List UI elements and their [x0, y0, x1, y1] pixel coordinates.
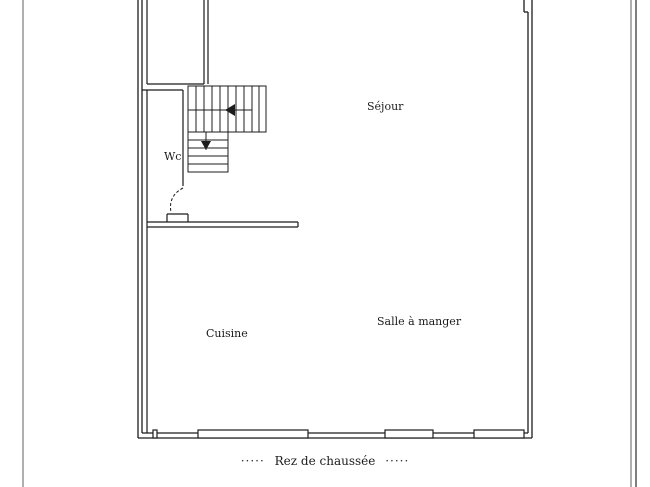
page-frame	[22, 0, 637, 487]
caption-dots-right: ·····	[385, 454, 410, 468]
plan-caption: ····· Rez de chaussée ·····	[0, 454, 650, 468]
wc-walls	[142, 89, 184, 222]
staircase	[187, 85, 267, 173]
room-label-cuisine: Cuisine	[206, 327, 248, 340]
wc-door-swing[interactable]	[170, 187, 184, 213]
partition-wall	[146, 213, 299, 433]
caption-dots-left: ·····	[240, 454, 265, 468]
room-label-salle-a-manger: Salle à manger	[377, 315, 462, 328]
room-label-sejour: Séjour	[367, 100, 404, 113]
room-label-wc: Wc	[164, 150, 182, 163]
stair-arrow-down-icon	[201, 141, 211, 150]
caption-title: Rez de chaussée	[274, 454, 376, 468]
outer-walls	[137, 0, 533, 439]
closet	[146, 0, 209, 85]
stair-arrow-left-icon	[225, 104, 235, 116]
bottom-windows	[152, 429, 525, 439]
